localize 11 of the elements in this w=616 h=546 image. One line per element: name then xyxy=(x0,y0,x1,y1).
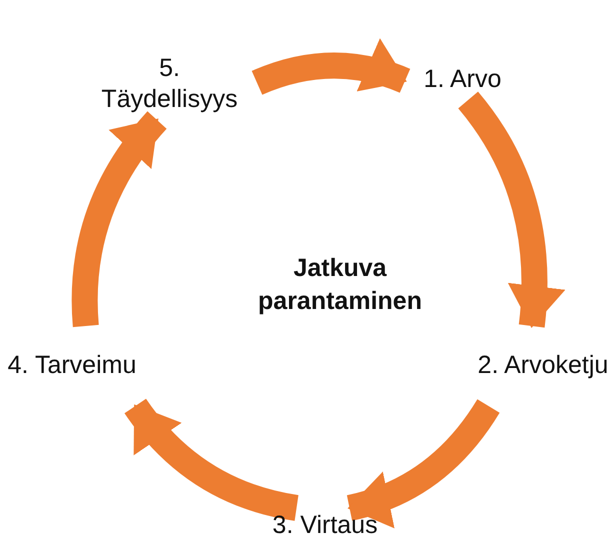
step-label: 5. Täydellisyys xyxy=(100,52,239,115)
curved-arrow xyxy=(124,398,299,521)
step-label: 4. Tarveimu xyxy=(8,350,136,382)
curved-arrow xyxy=(252,39,410,95)
curved-arrow xyxy=(72,112,167,327)
step-label: 3. Virtaus xyxy=(272,510,378,542)
curved-arrow xyxy=(346,398,500,527)
center-title: Jatkuva parantaminen xyxy=(257,253,423,316)
step-label: 2. Arvoketju xyxy=(478,350,608,382)
curved-arrow xyxy=(458,92,564,328)
step-label: 1. Arvo xyxy=(424,64,502,96)
